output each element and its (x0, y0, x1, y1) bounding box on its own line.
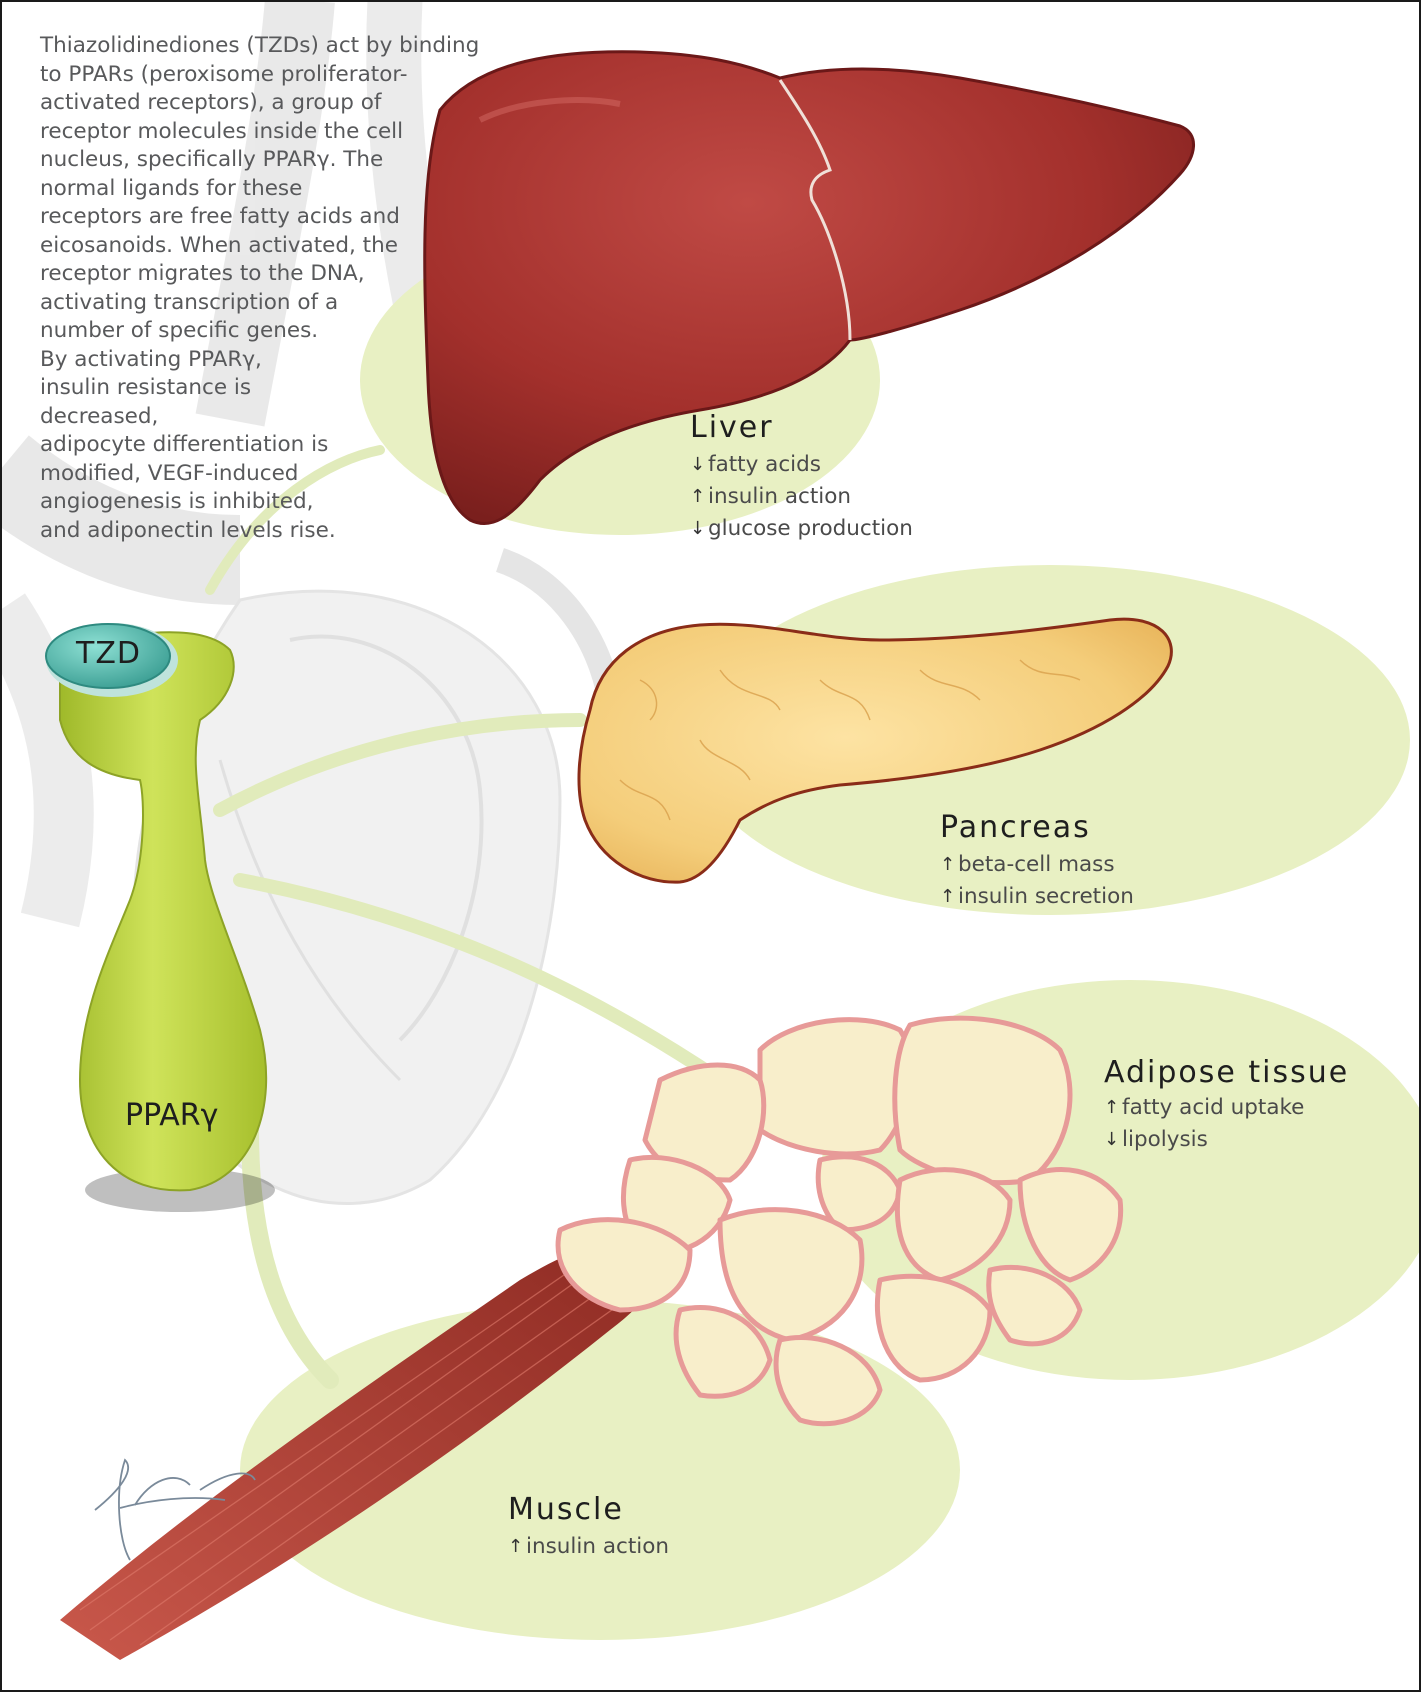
effect-text: lipolysis (1122, 1127, 1208, 1152)
intro-line: activating transcription of a (40, 289, 510, 318)
tzd-label: TZD (76, 636, 141, 671)
intro-line: number of specific genes. (40, 317, 510, 346)
intro-line: Thiazolidinediones (TZDs) act by binding (40, 32, 510, 61)
effect-text: fatty acid uptake (1122, 1095, 1304, 1120)
arrow-up-icon: ↑ (690, 486, 704, 507)
liver-effect: ↑ insulin action (690, 484, 851, 509)
pancreas-effect: ↑ insulin secretion (940, 884, 1134, 909)
arrow-down-icon: ↓ (690, 454, 704, 475)
effect-text: insulin action (708, 484, 851, 509)
pancreas-effect: ↑ beta-cell mass (940, 852, 1115, 877)
liver-title: Liver (690, 410, 774, 445)
effect-text: glucose production (708, 516, 913, 541)
intro-line: receptor migrates to the DNA, (40, 260, 510, 289)
ppar-gamma-label: PPARγ (125, 1098, 218, 1133)
intro-line: receptor molecules inside the cell (40, 118, 510, 147)
effect-text: insulin action (526, 1534, 669, 1559)
intro-line: normal ligands for these (40, 175, 510, 204)
liver-effect: ↓ fatty acids (690, 452, 821, 477)
pancreas-title: Pancreas (940, 810, 1091, 845)
intro-line: modified, VEGF-induced (40, 460, 510, 489)
intro-line: adipocyte differentiation is (40, 431, 510, 460)
arrow-down-icon: ↓ (690, 518, 704, 539)
effect-text: beta-cell mass (958, 852, 1115, 877)
effect-text: fatty acids (708, 452, 821, 477)
intro-line: angiogenesis is inhibited, (40, 488, 510, 517)
arrow-up-icon: ↑ (940, 886, 954, 907)
arrow-up-icon: ↑ (940, 854, 954, 875)
intro-paragraph: Thiazolidinediones (TZDs) act by binding… (40, 32, 510, 545)
intro-line: eicosanoids. When activated, the (40, 232, 510, 261)
intro-line: activated receptors), a group of (40, 89, 510, 118)
intro-line: nucleus, specifically PPARγ. The (40, 146, 510, 175)
muscle-effect: ↑ insulin action (508, 1534, 669, 1559)
intro-line: decreased, (40, 403, 510, 432)
intro-line: insulin resistance is (40, 374, 510, 403)
intro-line: and adiponectin levels rise. (40, 517, 510, 546)
muscle-title: Muscle (508, 1492, 624, 1527)
arrow-up-icon: ↑ (1104, 1097, 1118, 1118)
adipose-title: Adipose tissue (1104, 1055, 1349, 1090)
intro-line: By activating PPARγ, (40, 346, 510, 375)
liver-effect: ↓ glucose production (690, 516, 913, 541)
adipose-effect: ↓ lipolysis (1104, 1127, 1208, 1152)
intro-line: to PPARs (peroxisome proliferator- (40, 61, 510, 90)
adipose-effect: ↑ fatty acid uptake (1104, 1095, 1304, 1120)
arrow-down-icon: ↓ (1104, 1129, 1118, 1150)
effect-text: insulin secretion (958, 884, 1134, 909)
arrow-up-icon: ↑ (508, 1536, 522, 1557)
intro-line: receptors are free fatty acids and (40, 203, 510, 232)
